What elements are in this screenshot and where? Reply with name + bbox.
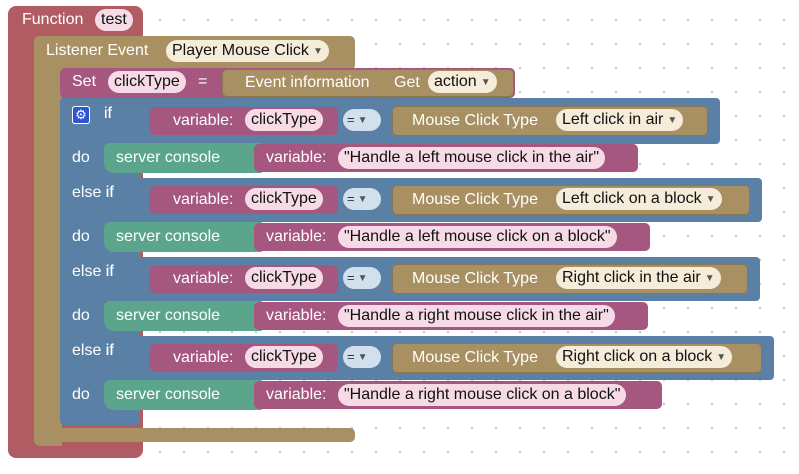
variable-name-field[interactable]: clickType bbox=[245, 109, 323, 131]
operator-dropdown[interactable]: =▼ bbox=[343, 109, 381, 131]
get-action-value: action bbox=[434, 73, 477, 90]
server-console-block-1[interactable] bbox=[104, 143, 264, 173]
else-if-label: else if bbox=[72, 184, 114, 201]
operator-value: = bbox=[347, 270, 355, 285]
click-type-value: Right click on a block bbox=[562, 348, 713, 365]
chevron-down-icon: ▼ bbox=[705, 194, 716, 205]
get-action-dropdown[interactable]: action▼ bbox=[428, 71, 497, 93]
operator-value: = bbox=[347, 112, 355, 127]
set-variable-field[interactable]: clickType bbox=[108, 71, 186, 93]
chevron-down-icon: ▼ bbox=[704, 273, 715, 284]
message-field-2[interactable]: "Handle a left mouse click on a block" bbox=[338, 226, 617, 248]
else-if-label: else if bbox=[72, 263, 114, 280]
variable-label: variable: bbox=[266, 228, 327, 245]
message-field-4[interactable]: "Handle a right mouse click on a block" bbox=[338, 384, 627, 406]
variable-label: variable: bbox=[266, 307, 327, 324]
variable-name-field[interactable]: clickType bbox=[245, 267, 323, 289]
variable-label: variable: bbox=[173, 349, 234, 366]
message-field-3[interactable]: "Handle a right mouse click in the air" bbox=[338, 305, 615, 327]
click-type-value: Right click in the air bbox=[562, 269, 701, 286]
server-console-label: server console bbox=[116, 386, 221, 403]
else-if-label: else if bbox=[72, 342, 114, 359]
do-label: do bbox=[72, 386, 90, 403]
server-console-block-3[interactable] bbox=[104, 301, 264, 331]
click-type-value: Left click in air bbox=[562, 111, 664, 128]
operator-value: = bbox=[347, 349, 355, 364]
function-label: Function bbox=[22, 11, 84, 28]
server-console-label: server console bbox=[116, 149, 221, 166]
variable-label: variable: bbox=[266, 149, 327, 166]
variable-label: variable: bbox=[173, 270, 234, 287]
click-type-dropdown-2[interactable]: Left click on a block▼ bbox=[556, 188, 722, 210]
mouse-click-type-label: Mouse Click Type bbox=[412, 191, 538, 208]
event-information-label: Event information bbox=[245, 74, 370, 91]
operator-dropdown[interactable]: =▼ bbox=[343, 267, 381, 289]
chevron-down-icon: ▼ bbox=[716, 352, 727, 363]
operator-dropdown[interactable]: =▼ bbox=[343, 188, 381, 210]
do-label: do bbox=[72, 149, 90, 166]
server-console-block-2[interactable] bbox=[104, 222, 264, 252]
chevron-down-icon: ▼ bbox=[357, 352, 368, 363]
listener-event-footer bbox=[34, 428, 355, 442]
mouse-click-type-label: Mouse Click Type bbox=[412, 270, 538, 287]
chevron-down-icon: ▼ bbox=[357, 273, 368, 284]
click-type-dropdown-1[interactable]: Left click in air▼ bbox=[556, 109, 684, 131]
chevron-down-icon: ▼ bbox=[312, 46, 323, 57]
do-label: do bbox=[72, 307, 90, 324]
server-console-label: server console bbox=[116, 307, 221, 324]
function-name-field[interactable]: test bbox=[95, 9, 133, 31]
click-type-dropdown-3[interactable]: Right click in the air▼ bbox=[556, 267, 721, 289]
gear-icon[interactable]: ⚙ bbox=[72, 106, 90, 124]
click-type-value: Left click on a block bbox=[562, 190, 702, 207]
set-label: Set bbox=[72, 73, 97, 90]
if-block-footer bbox=[60, 410, 140, 426]
click-type-dropdown-4[interactable]: Right click on a block▼ bbox=[556, 346, 733, 368]
set-equals-label: = bbox=[198, 73, 208, 90]
server-console-block-4[interactable] bbox=[104, 380, 264, 410]
variable-label: variable: bbox=[173, 191, 234, 208]
listener-event-body bbox=[34, 66, 62, 446]
operator-value: = bbox=[347, 191, 355, 206]
event-type-dropdown[interactable]: Player Mouse Click▼ bbox=[166, 40, 329, 62]
variable-name-field[interactable]: clickType bbox=[245, 188, 323, 210]
if-block-spine bbox=[60, 140, 104, 424]
if-label: if bbox=[104, 105, 112, 122]
message-field-1[interactable]: "Handle a left mouse click in the air" bbox=[338, 147, 606, 169]
mouse-click-type-label: Mouse Click Type bbox=[412, 112, 538, 129]
operator-dropdown[interactable]: =▼ bbox=[343, 346, 381, 368]
chevron-down-icon: ▼ bbox=[357, 194, 368, 205]
do-label: do bbox=[72, 228, 90, 245]
chevron-down-icon: ▼ bbox=[357, 115, 368, 126]
get-label: Get bbox=[394, 74, 420, 91]
variable-label: variable: bbox=[173, 112, 234, 129]
server-console-label: server console bbox=[116, 228, 221, 245]
chevron-down-icon: ▼ bbox=[667, 115, 678, 126]
variable-name-field[interactable]: clickType bbox=[245, 346, 323, 368]
listener-event-label: Listener Event bbox=[46, 42, 149, 59]
event-type-value: Player Mouse Click bbox=[172, 42, 309, 59]
mouse-click-type-label: Mouse Click Type bbox=[412, 349, 538, 366]
variable-label: variable: bbox=[266, 386, 327, 403]
if-label: if bbox=[104, 105, 112, 122]
chevron-down-icon: ▼ bbox=[480, 77, 491, 88]
